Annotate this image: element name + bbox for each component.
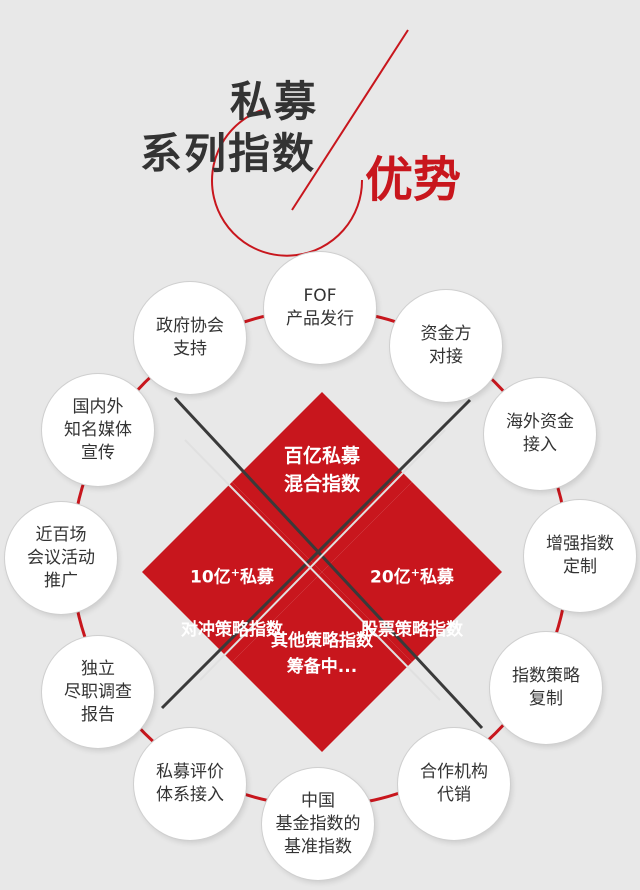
circle-overseas: 海外资金 接入: [484, 378, 596, 490]
circle-media: 国内外 知名媒体 宣传: [42, 374, 154, 486]
diamond-right-sup: +: [410, 566, 420, 579]
diamond-left-sup: +: [230, 566, 240, 579]
circle-fof: FOF 产品发行: [264, 252, 376, 364]
diamond-left-suffix: 私募: [239, 567, 274, 588]
circle-conference: 近百场 会议活动 推广: [5, 502, 117, 614]
title-line2: 系列指数: [140, 129, 317, 178]
diamond-right-line2: 股票策略指数: [361, 619, 463, 640]
cross-line-dark-1: [173, 396, 484, 730]
diamond-bottom-label: 其他策略指数 筹备中...: [271, 631, 373, 677]
diamond-bottom: [232, 572, 412, 752]
title-line1: 私募: [230, 77, 319, 126]
circle-duediligence: 独立 尽职调查 报告: [42, 636, 154, 748]
circle-government: 政府协会 支持: [134, 282, 246, 394]
diamond-left-line1: 10亿+私募: [158, 560, 306, 591]
diamond-left-line2: 对冲策略指数: [181, 619, 283, 640]
cross-line-light-2: [199, 429, 446, 681]
diamond-right-suffix: 私募: [419, 567, 454, 588]
cross-line-dark-2: [160, 398, 472, 710]
circle-benchmark: 中国 基金指数的 基准指数: [262, 768, 374, 880]
circle-capital: 资金方 对接: [390, 290, 502, 402]
cross-line-light-1: [184, 439, 441, 701]
diamond-left-label: 10亿+私募 对冲策略指数: [158, 534, 306, 669]
diamond-right-label: 20亿+私募 股票策略指数: [338, 534, 486, 669]
circle-enhanced: 增强指数 定制: [524, 500, 636, 612]
circle-replicate: 指数策略 复制: [490, 632, 602, 744]
title-arc: [211, 109, 364, 257]
diamond-top-label: 百亿私募 混合指数: [283, 445, 360, 495]
diamond-right-prefix: 20亿: [370, 567, 411, 588]
circle-rating: 私募评价 体系接入: [134, 728, 246, 840]
diamond-right-line1: 20亿+私募: [338, 560, 486, 591]
circle-cooperate: 合作机构 代销: [398, 728, 510, 840]
title-highlight: 优势: [365, 152, 462, 208]
title-slash: [291, 29, 409, 211]
diamond-left-prefix: 10亿: [190, 567, 231, 588]
